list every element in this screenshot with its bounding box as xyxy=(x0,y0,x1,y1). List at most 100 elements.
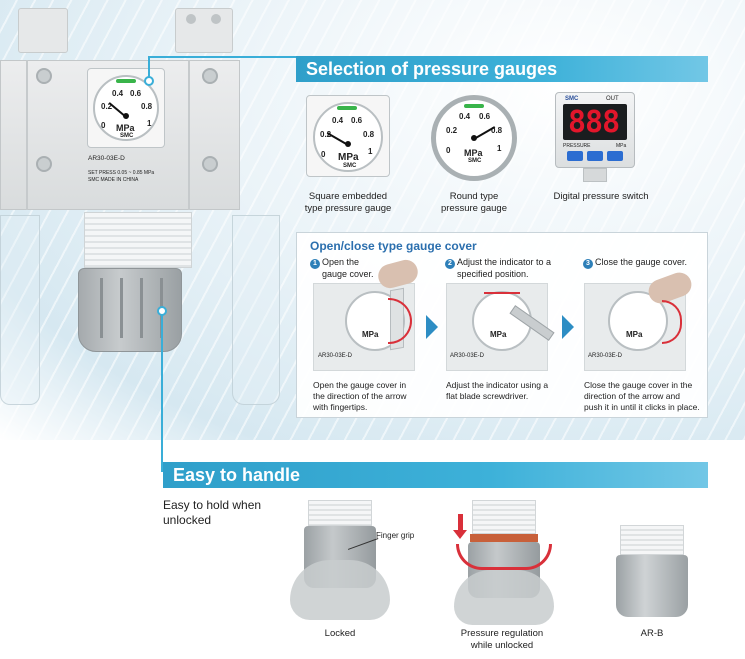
step-desc-line: push it in until it clicks in place. xyxy=(584,402,700,412)
next-step-chevron-icon xyxy=(562,315,574,339)
indicator-arrow-icon xyxy=(484,292,520,294)
finger-grip-label: Finger grip xyxy=(376,531,415,540)
caption-line: AR-B xyxy=(640,628,664,639)
knob-ridge xyxy=(100,278,103,338)
bracket-hole xyxy=(211,14,221,24)
transparent-bowl xyxy=(232,215,280,405)
knob-ridge xyxy=(120,278,123,338)
gauge-tick: 0.2 xyxy=(320,130,332,139)
caption-line: pressure gauge xyxy=(440,203,508,214)
embedded-gauge-dial xyxy=(93,75,159,141)
spec-label: SMC MADE IN CHINA xyxy=(88,177,139,183)
next-step-chevron-icon xyxy=(426,315,438,339)
handle-banner: Easy to handle xyxy=(163,462,708,488)
gauge-tick: 0.4 xyxy=(459,112,471,121)
gauge-tick: 0.8 xyxy=(141,102,153,111)
step-description: Close the gauge cover in the direction o… xyxy=(584,380,706,413)
caption-line: Square embedded xyxy=(308,191,388,202)
rotate-arrow-icon xyxy=(456,544,552,570)
arb-knob-image xyxy=(614,525,690,617)
gauge-tick: 1 xyxy=(497,144,502,153)
gauge-tick: 0.4 xyxy=(112,89,124,98)
gauge-hub xyxy=(345,141,351,147)
gauge-tick: 0 xyxy=(321,150,326,159)
step-title-text: Adjust the indicator to a xyxy=(457,257,552,267)
step-desc-line: with fingertips. xyxy=(313,402,368,412)
transparent-bowl xyxy=(0,215,40,405)
leader-dot xyxy=(157,306,167,316)
knob-ridge xyxy=(140,278,143,338)
leader-line xyxy=(148,56,300,58)
leader-dot xyxy=(144,76,154,86)
gauge-green-zone xyxy=(337,106,357,110)
regulator-product-image: 0 0.2 0.4 0.6 0.8 1 MPa SMC AR30-03E-D S… xyxy=(0,0,290,440)
step-desc-line: direction of the arrow and xyxy=(584,391,680,401)
screw-icon xyxy=(36,68,52,84)
knob-thread xyxy=(620,525,684,555)
gauge-unit: MPa xyxy=(116,123,135,133)
gauge-brand: SMC xyxy=(468,158,482,164)
knob-thread xyxy=(308,500,372,526)
switch-brand: SMC xyxy=(565,96,579,102)
gauge-tick: 0.2 xyxy=(101,102,113,111)
gauge-caption: Digital pressure switch xyxy=(545,191,657,203)
switch-button xyxy=(567,151,583,161)
caption-line: Round type xyxy=(449,191,499,202)
bracket-hole xyxy=(186,14,196,24)
step-number: 3 xyxy=(583,259,593,269)
caption-line: type pressure gauge xyxy=(304,203,392,214)
step-desc-line: Open the gauge cover in xyxy=(313,380,407,390)
gauge-tick: 1 xyxy=(368,147,373,156)
gauge-tick: 0.6 xyxy=(479,112,491,121)
step-model: AR30-03E-D xyxy=(588,353,623,359)
step-description: Open the gauge cover in the direction of… xyxy=(313,380,423,413)
gauge-unit: MPa xyxy=(464,148,483,158)
step-description: Adjust the indicator using a flat blade … xyxy=(446,380,566,402)
gauge-tick: 0 xyxy=(446,146,451,155)
knob-thread xyxy=(472,500,536,534)
switch-display xyxy=(563,104,627,140)
square-gauge-dial xyxy=(313,102,383,172)
side-bracket xyxy=(18,8,68,53)
gauge-tick: 0.6 xyxy=(130,89,142,98)
switch-label: PRESSURE xyxy=(563,143,591,149)
lock-ring xyxy=(470,534,538,542)
screw-icon xyxy=(202,156,218,172)
step-desc-line: flat blade screwdriver. xyxy=(446,391,529,401)
step-unit: MPa xyxy=(362,330,379,339)
handle-caption: Locked xyxy=(300,628,380,640)
gauge-brand: SMC xyxy=(343,163,357,169)
threaded-neck xyxy=(84,212,192,268)
locked-knob-image xyxy=(290,500,390,620)
gauges-banner: Selection of pressure gauges xyxy=(296,56,708,82)
handle-caption: AR-B xyxy=(612,628,692,640)
mounting-bracket xyxy=(175,8,233,53)
gauge-unit: MPa xyxy=(338,152,359,163)
step-title-text: specified position. xyxy=(457,269,529,279)
caption-line: Pressure regulation xyxy=(460,628,544,639)
gauge-tick: 0.8 xyxy=(363,130,375,139)
hand-icon xyxy=(454,570,554,625)
switch-out-label: OUT xyxy=(606,96,619,102)
screw-icon xyxy=(36,156,52,172)
gauge-hub xyxy=(123,113,129,119)
hand-icon xyxy=(290,560,390,620)
gauge-tick: 0 xyxy=(101,121,106,130)
knob-body xyxy=(616,555,688,617)
gauge-tick: 0.2 xyxy=(446,126,458,135)
step-unit: MPa xyxy=(490,330,507,339)
step-number: 1 xyxy=(310,259,320,269)
push-down-arrow-icon xyxy=(458,514,463,534)
step-title-text: Open the xyxy=(322,257,360,267)
caption-line: Digital pressure switch xyxy=(553,191,649,202)
caption-line: while unlocked xyxy=(470,640,534,651)
handle-intro: Easy to hold when unlocked xyxy=(163,498,261,528)
spec-label: SET PRESS 0.05 ~ 0.85 MPa xyxy=(88,170,155,176)
model-label: AR30-03E-D xyxy=(88,155,125,162)
intro-line: Easy to hold when xyxy=(163,498,262,512)
switch-button xyxy=(607,151,623,161)
